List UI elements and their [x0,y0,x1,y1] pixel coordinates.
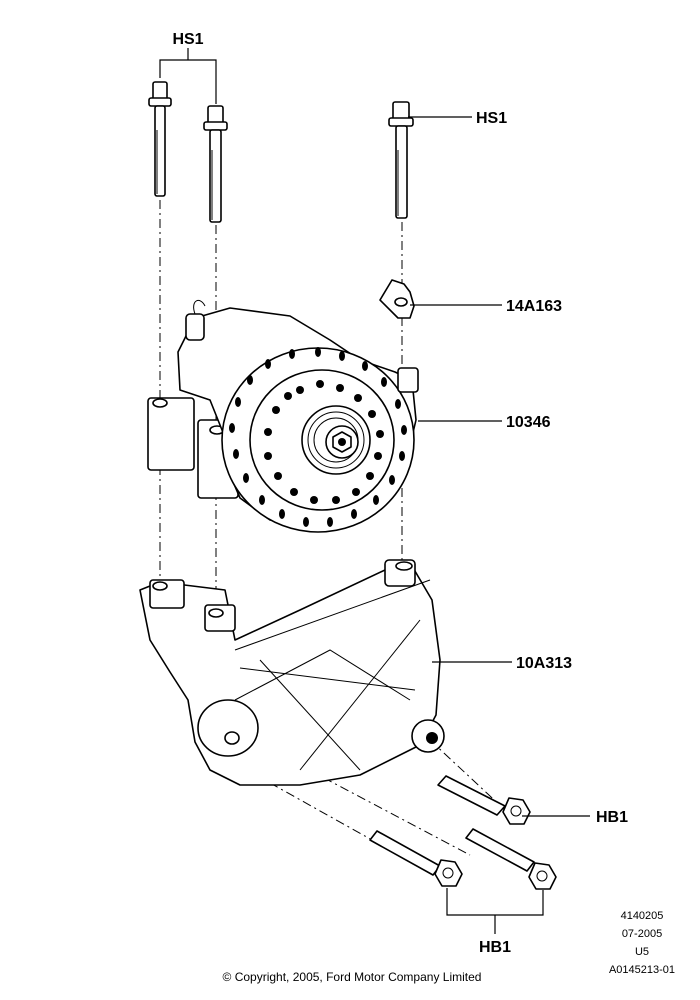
illustration-date: 07-2005 [622,928,662,940]
hb1-bolt-lower-left [369,830,463,887]
hs1-bolt-middle [203,105,228,223]
mount-bracket-10a313 [139,559,445,786]
callout-10a313: 10A313 [516,655,572,672]
hs1-bolt-right [388,101,414,219]
illustration-code: 4140205 [621,910,664,922]
illustration-codes: 4140205 07-2005 U5 A0145213-01 [609,910,675,976]
callout-14a163: 14A163 [506,298,562,315]
hb1-bolt-upper [437,775,531,825]
illustration-variant: U5 [635,946,649,958]
copyright-notice: © Copyright, 2005, Ford Motor Company Li… [223,970,482,984]
hs1-bolt-left [148,81,172,197]
leader-lines [159,48,590,934]
cooling-fins [229,347,407,527]
callout-hb1-right: HB1 [596,809,628,826]
generator-10346 [147,299,419,533]
hb1-bolt-lower-right [465,828,557,890]
callout-hs1-right: HS1 [476,110,507,127]
callout-hs1-top: HS1 [172,31,203,48]
vent-holes [264,380,384,504]
callout-10346: 10346 [506,414,551,431]
illustration-reference: A0145213-01 [609,964,675,976]
bracket-14a163 [379,279,415,319]
callout-hb1-bottom: HB1 [479,939,511,956]
